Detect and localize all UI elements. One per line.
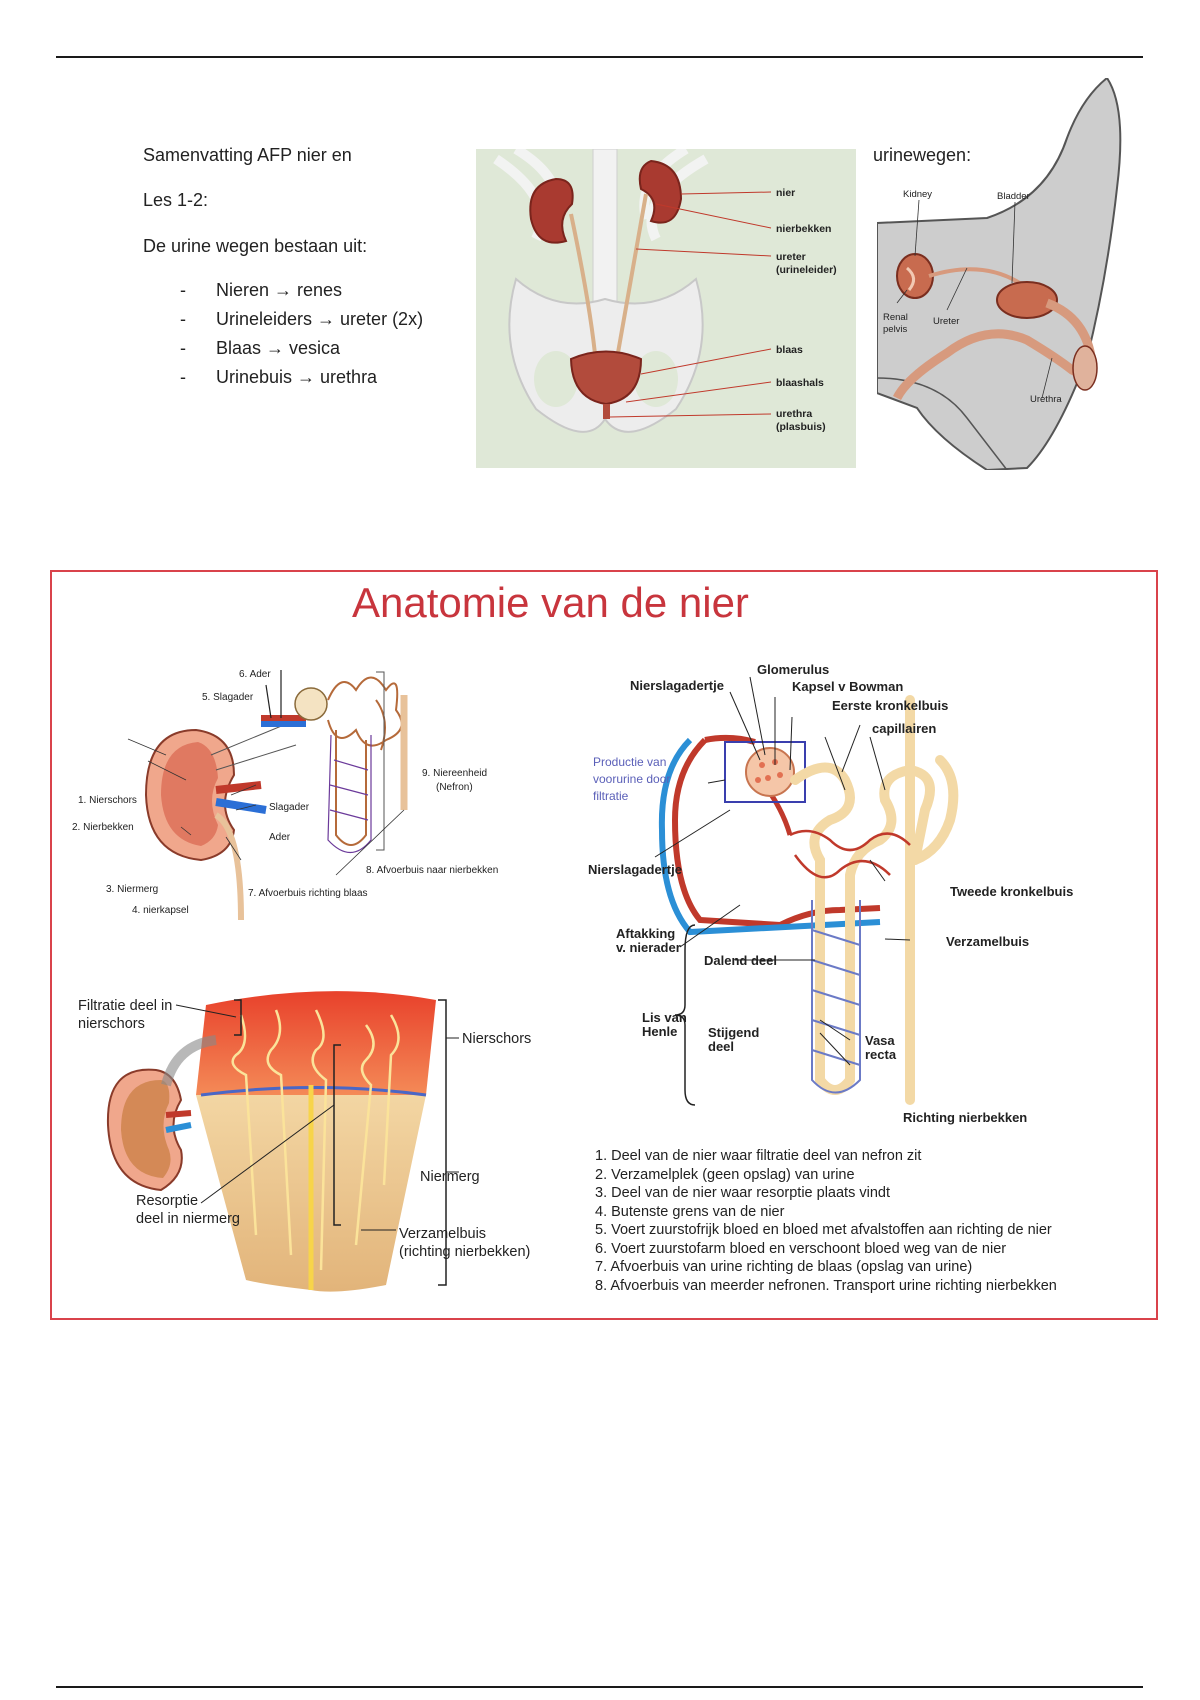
label-renal: Renal: [883, 312, 908, 323]
label-vasa: Vasa: [865, 1033, 895, 1048]
label-kidney: Kidney: [903, 189, 932, 200]
list-item-text: Nieren → renes: [216, 280, 343, 300]
label-nierschors: Nierschors: [462, 1031, 531, 1047]
label-glomerulus: Glomerulus: [757, 662, 829, 677]
label-henle: Henle: [642, 1024, 677, 1039]
label-blaashals: blaashals: [776, 377, 824, 389]
label-verzamelbuis-nephron: Verzamelbuis: [946, 934, 1029, 949]
legend-item: 3. Deel van de nier waar resorptie plaat…: [595, 1185, 890, 1201]
label-ader-6: 6. Ader: [239, 669, 271, 680]
label-nierkapsel-4: 4. nierkapsel: [132, 905, 189, 916]
anatomy-legend: 1. Deel van de nier waar filtratie deel …: [595, 1147, 1057, 1295]
label-nierbekken-2: 2. Nierbekken: [72, 822, 134, 833]
legend-item: 5. Voert zuurstofrijk bloed en bloed met…: [595, 1222, 1052, 1238]
label-aftakking-1: Aftakking: [616, 926, 675, 941]
label-niermerg-3: 3. Niermerg: [106, 884, 158, 895]
label-tweede-kronkelbuis: Tweede kronkelbuis: [950, 884, 1073, 899]
label-urineleider: (urineleider): [776, 264, 837, 276]
label-productie-2: voorurine door: [593, 772, 670, 786]
label-kapsel-bowman: Kapsel v Bowman: [792, 679, 903, 694]
label-slagader-5: 5. Slagader: [202, 692, 254, 703]
kidney-cross-section-figure: 6. Ader 5. Slagader 1. Nierschors 2. Nie…: [72, 669, 498, 921]
label-nierbekken: nierbekken: [776, 223, 831, 235]
nephron-detail-figure: Glomerulus Nierslagadertje Kapsel v Bowm…: [588, 662, 1073, 1125]
label-lis-van: Lis van: [642, 1010, 687, 1025]
label-dalend-deel: Dalend deel: [704, 953, 777, 968]
label-ureter: ureter: [776, 251, 806, 263]
label-afvoer-7: 7. Afvoerbuis richting blaas: [248, 888, 368, 899]
label-blaas: blaas: [776, 344, 803, 356]
label-richting-nierbekken: Richting nierbekken: [903, 1110, 1027, 1125]
label-nefron-9b: (Nefron): [436, 782, 473, 793]
label-ader: Ader: [269, 832, 291, 843]
label-productie-3: filtratie: [593, 789, 629, 803]
label-verzamelbuis-2: (richting nierbekken): [399, 1244, 530, 1260]
intro-text: De urine wegen bestaan uit:: [143, 236, 368, 256]
label-filtratie-1: Filtratie deel in: [78, 998, 172, 1014]
urinary-parts-list: -Nieren → renes -Urineleiders → ureter (…: [180, 276, 423, 392]
label-nierslagadertje-left: Nierslagadertje: [588, 862, 682, 877]
label-eerste-kronkelbuis: Eerste kronkelbuis: [832, 698, 948, 713]
legend-item: 4. Butenste grens van de nier: [595, 1203, 785, 1220]
legend-item: 7. Afvoerbuis van urine richting de blaa…: [595, 1259, 973, 1275]
label-resorptie-2: deel in niermerg: [136, 1211, 240, 1227]
label-afvoer-8: 8. Afvoerbuis naar nierbekken: [366, 865, 498, 876]
label-nier: nier: [776, 187, 795, 199]
anatomy-title: Anatomie van de nier: [352, 579, 749, 626]
renal-wedge-figure: Filtratie deel in nierschors Nierschors …: [78, 991, 531, 1292]
label-niermerg: Niermerg: [420, 1169, 480, 1185]
label-stijgend-deel: deel: [708, 1039, 734, 1054]
label-nierschors-1: 1. Nierschors: [78, 795, 137, 806]
top-rule: [56, 56, 1143, 58]
label-filtratie-2: nierschors: [78, 1016, 145, 1032]
anatomy-frame: [50, 570, 1158, 1320]
label-verzamelbuis: Verzamelbuis: [399, 1226, 486, 1242]
doc-title-part2: urinewegen:: [873, 145, 972, 165]
label-aftakking-2: v. nierader: [616, 940, 681, 955]
legend-item: 2. Verzamelplek (geen opslag) van urine: [595, 1166, 855, 1183]
label-recta: recta: [865, 1047, 897, 1062]
list-item: -Nieren → renes: [180, 280, 343, 300]
label-capillairen: capillairen: [872, 721, 936, 736]
list-item-text: Urinebuis → urethra: [216, 367, 378, 387]
label-stijgend: Stijgend: [708, 1025, 759, 1040]
label-resorptie-1: Resorptie: [136, 1193, 198, 1209]
label-bladder: Bladder: [997, 191, 1030, 202]
label-plasbuis: (plasbuis): [776, 421, 826, 433]
list-item: -Urinebuis → urethra: [180, 367, 378, 387]
label-urethra: urethra: [776, 408, 812, 420]
list-item-text: Urineleiders → ureter (2x): [216, 309, 424, 329]
list-item: -Urineleiders → ureter (2x): [180, 309, 424, 329]
legend-item: 8. Afvoerbuis van meerder nefronen. Tran…: [595, 1277, 1057, 1294]
animal-urinary-figure: Kidney Bladder Renal pelvis Ureter Ureth…: [877, 78, 1122, 470]
label-productie-1: Productie van: [593, 755, 666, 769]
label-pelvis: pelvis: [883, 324, 908, 335]
bottom-rule: [56, 1686, 1143, 1688]
legend-item: 6. Voert zuurstofarm bloed en verschoont…: [595, 1240, 1007, 1257]
list-item-text: Blaas → vesica: [216, 338, 341, 358]
label-urethra-animal: Urethra: [1030, 394, 1062, 405]
label-nierslagadertje-top: Nierslagadertje: [630, 678, 724, 693]
lesson-heading: Les 1-2:: [143, 190, 209, 210]
label-slagader: Slagader: [269, 802, 310, 813]
label-nefron-9: 9. Niereenheid: [422, 768, 487, 779]
human-urinary-figure: nier nierbekken ureter (urineleider) bla…: [476, 149, 856, 468]
list-item: -Blaas → vesica: [180, 338, 341, 358]
label-ureter-animal: Ureter: [933, 316, 959, 327]
legend-item: 1. Deel van de nier waar filtratie deel …: [595, 1148, 922, 1164]
doc-title-part1: Samenvatting AFP nier en: [143, 145, 352, 165]
